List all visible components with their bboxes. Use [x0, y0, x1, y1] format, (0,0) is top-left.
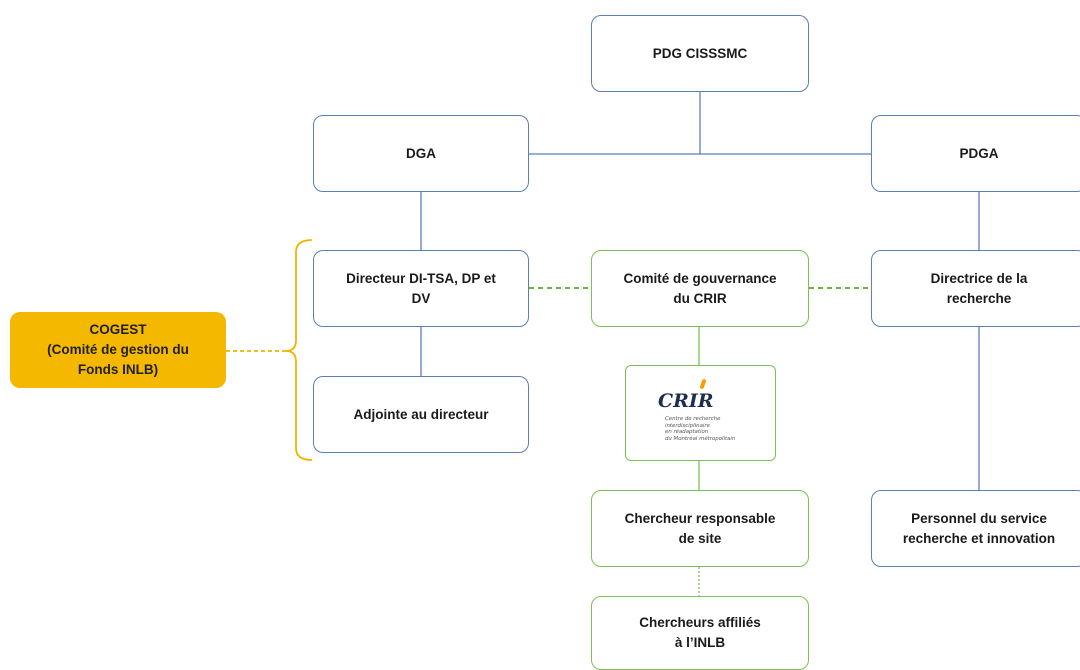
node-dga: DGA — [313, 115, 529, 192]
node-affilies-line2: à l’INLB — [674, 635, 726, 650]
node-cogest-line2: (Comité de gestion du — [47, 342, 189, 357]
node-comite-gouvernance: Comité de gouvernance du CRIR — [591, 250, 809, 327]
node-directrice-line2: recherche — [946, 290, 1012, 306]
node-personnel-line1: Personnel du service — [911, 510, 1047, 526]
node-personnel: Personnel du service recherche et innova… — [871, 490, 1080, 567]
node-cogest-line3: Fonds INLB) — [77, 362, 159, 377]
node-directrice: Directrice de la recherche — [871, 250, 1080, 327]
node-adjointe-label: Adjointe au directeur — [353, 406, 489, 422]
node-adjointe: Adjointe au directeur — [313, 376, 529, 453]
crir-logo-mark: CRIR — [658, 390, 714, 412]
node-comite-line2: du CRIR — [673, 290, 727, 306]
crir-logo-text-line3: en réadaptation — [665, 429, 709, 436]
crir-logo-accent-icon — [699, 378, 707, 390]
node-directeur-line2: DV — [411, 290, 431, 306]
node-pdg-label: PDG CISSSMC — [652, 45, 748, 61]
node-directeur-line1: Directeur DI-TSA, DP et — [346, 270, 496, 286]
node-comite-line1: Comité de gouvernance — [623, 270, 777, 286]
node-chercheurs-affilies: Chercheurs affiliés à l’INLB — [591, 596, 809, 670]
node-pdga-label: PDGA — [959, 145, 999, 161]
node-pdg-cisssmc: PDG CISSSMC — [591, 15, 809, 92]
node-chercheur-responsable: Chercheur responsable de site — [591, 490, 809, 567]
node-dga-label: DGA — [406, 145, 436, 161]
node-personnel-line2: recherche et innovation — [902, 530, 1056, 546]
node-directeur: Directeur DI-TSA, DP et DV — [313, 250, 529, 327]
crir-logo-text-line1: Centre de recherche — [665, 416, 721, 422]
node-cogest-line1: COGEST — [89, 322, 147, 337]
crir-logo-box: CRIR Centre de recherche interdisciplina… — [625, 365, 776, 461]
node-chercheur-line2: de site — [678, 530, 722, 546]
crir-logo-text: Centre de recherche interdisciplinaire e… — [665, 416, 735, 442]
node-directrice-line1: Directrice de la — [930, 270, 1028, 286]
crir-logo-text-line4: du Montréal métropolitain — [665, 435, 736, 442]
node-pdga: PDGA — [871, 115, 1080, 192]
node-cogest: COGEST (Comité de gestion du Fonds INLB) — [10, 312, 226, 388]
node-affilies-line1: Chercheurs affiliés — [639, 615, 761, 630]
crir-logo-text-line2: interdisciplinaire — [665, 422, 710, 429]
node-chercheur-line1: Chercheur responsable — [624, 510, 776, 526]
cogest-brace — [285, 239, 313, 461]
